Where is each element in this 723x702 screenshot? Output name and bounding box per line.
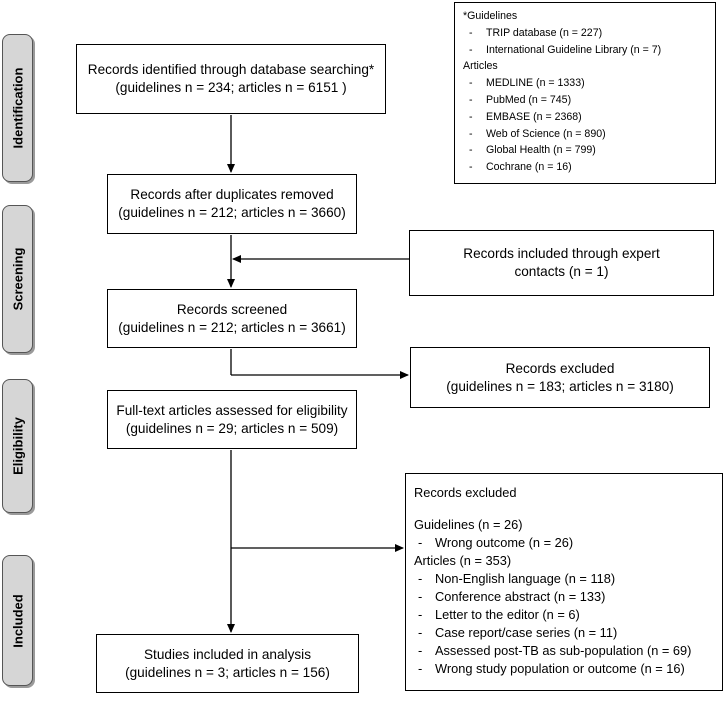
excluded-reason: -Case report/case series (n = 11) bbox=[418, 625, 618, 640]
box-full-text-excluded: Records excluded Guidelines (n = 26) -Wr… bbox=[405, 473, 723, 691]
box-studies-included-line2: (guidelines n = 3; articles n = 156) bbox=[125, 664, 330, 680]
legend-articles-heading: Articles bbox=[463, 60, 498, 73]
excluded-guidelines-heading: Guidelines (n = 26) bbox=[414, 517, 523, 532]
excluded-reason: -Wrong study population or outcome (n = … bbox=[418, 661, 685, 676]
stage-identification: Identification bbox=[2, 34, 33, 182]
stage-eligibility: Eligibility bbox=[2, 379, 33, 513]
box-studies-included: Studies included in analysis (guidelines… bbox=[96, 634, 359, 693]
legend-item: -TRIP database (n = 227) bbox=[469, 26, 603, 39]
database-sources-legend: *Guidelines -TRIP database (n = 227) -In… bbox=[454, 2, 716, 184]
legend-guidelines-heading: *Guidelines bbox=[463, 10, 518, 22]
box-full-text-assessed: Full-text articles assessed for eligibil… bbox=[107, 390, 357, 449]
legend-item: -EMBASE (n = 2368) bbox=[469, 110, 582, 123]
legend-item: -PubMed (n = 745) bbox=[469, 93, 572, 106]
legend-item: -International Guideline Library (n = 7) bbox=[469, 43, 662, 56]
box-expert-contacts-line2: contacts (n = 1) bbox=[514, 264, 609, 279]
excluded-articles-heading: Articles (n = 353) bbox=[414, 553, 512, 568]
box-records-identified-line1: Records identified through database sear… bbox=[87, 62, 375, 77]
excluded-heading: Records excluded bbox=[414, 485, 517, 500]
box-duplicates-removed: Records after duplicates removed (guidel… bbox=[107, 174, 357, 234]
legend-item: -MEDLINE (n = 1333) bbox=[469, 77, 585, 90]
box-records-excluded-line2: (guidelines n = 183; articles n = 3180) bbox=[446, 378, 674, 394]
box-records-identified: Records identified through database sear… bbox=[76, 44, 386, 114]
legend-item: -Global Health (n = 799) bbox=[469, 144, 596, 157]
box-expert-contacts-line1: Records included through expert bbox=[463, 246, 660, 261]
box-records-identified-line2: (guidelines n = 234; articles n = 6151 ) bbox=[115, 80, 347, 95]
excluded-reason: -Assessed post-TB as sub-population (n =… bbox=[418, 643, 692, 658]
box-records-excluded-line1: Records excluded bbox=[505, 360, 615, 376]
legend-item: -Cochrane (n = 16) bbox=[469, 161, 572, 174]
box-full-text-assessed-line2: (guidelines n = 29; articles n = 509) bbox=[125, 420, 339, 436]
box-full-text-assessed-line1: Full-text articles assessed for eligibil… bbox=[116, 402, 348, 418]
legend-item: -Web of Science (n = 890) bbox=[469, 127, 606, 140]
box-expert-contacts: Records included through expert contacts… bbox=[409, 230, 714, 296]
stage-screening: Screening bbox=[2, 205, 33, 353]
excluded-reason: -Non-English language (n = 118) bbox=[418, 571, 616, 586]
excluded-reason: -Letter to the editor (n = 6) bbox=[418, 607, 580, 622]
box-duplicates-removed-line1: Records after duplicates removed bbox=[130, 187, 334, 202]
excluded-reason: -Wrong outcome (n = 26) bbox=[418, 535, 574, 550]
box-records-screened-line2: (guidelines n = 212; articles n = 3661) bbox=[118, 319, 346, 335]
box-records-screened-line1: Records screened bbox=[176, 301, 288, 317]
box-records-excluded: Records excluded (guidelines n = 183; ar… bbox=[410, 347, 710, 408]
excluded-reason: -Conference abstract (n = 133) bbox=[418, 589, 606, 604]
stage-included: Included bbox=[2, 555, 33, 686]
box-duplicates-removed-line2: (guidelines n = 212; articles n = 3660) bbox=[118, 205, 346, 220]
box-records-screened: Records screened (guidelines n = 212; ar… bbox=[107, 289, 357, 348]
box-studies-included-line1: Studies included in analysis bbox=[143, 646, 311, 662]
